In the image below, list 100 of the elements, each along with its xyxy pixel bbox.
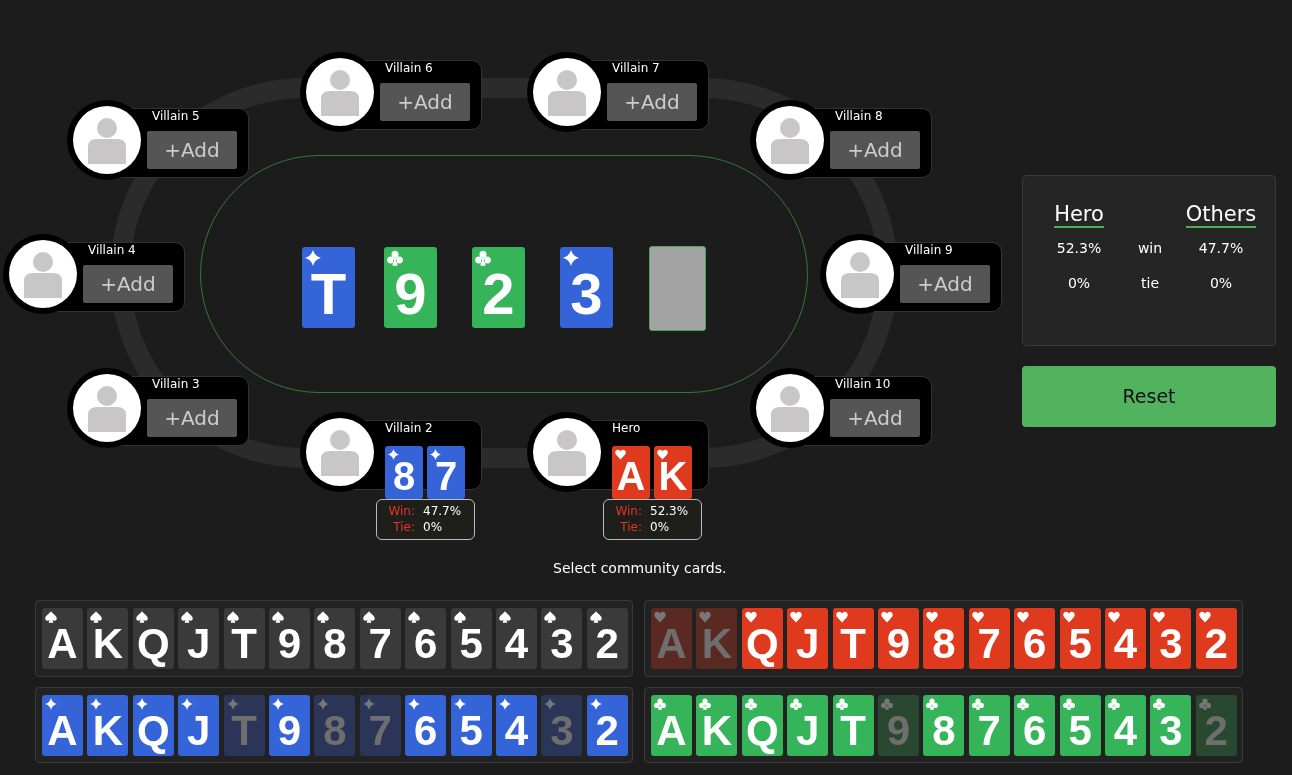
card-row-panel bbox=[644, 687, 1243, 763]
player-name: Villain 4 bbox=[88, 243, 136, 257]
player-seat bbox=[67, 100, 247, 180]
playing-card bbox=[178, 695, 220, 756]
card-rank: 9 bbox=[885, 710, 912, 752]
card-rank: 3 bbox=[1158, 623, 1184, 665]
player-seat bbox=[300, 52, 480, 132]
card-rank: 6 bbox=[413, 623, 439, 665]
playing-card bbox=[1014, 608, 1056, 669]
player-seat bbox=[750, 100, 930, 180]
playing-card bbox=[612, 446, 650, 499]
equity-value: 0% bbox=[423, 520, 443, 534]
add-button: +Add bbox=[830, 131, 920, 169]
playing-card bbox=[223, 608, 265, 669]
stat-value: 0% bbox=[1209, 275, 1233, 291]
card-rank: 5 bbox=[1067, 623, 1093, 665]
equity-value: 0% bbox=[650, 520, 670, 534]
column-heading: Hero bbox=[1054, 202, 1104, 228]
playing-card bbox=[384, 247, 437, 328]
card-rank: 6 bbox=[413, 710, 439, 752]
card-rank: 5 bbox=[1067, 710, 1093, 752]
card-rank: 5 bbox=[458, 623, 484, 665]
player-name: Villain 10 bbox=[835, 377, 891, 391]
card-rank: J bbox=[795, 710, 821, 752]
equity-box bbox=[376, 499, 475, 540]
card-rank: K bbox=[700, 623, 734, 665]
card-rank: Q bbox=[744, 710, 780, 752]
card-rank: A bbox=[46, 623, 79, 665]
playing-card bbox=[269, 695, 310, 756]
playing-card bbox=[787, 695, 829, 756]
playing-card bbox=[269, 608, 310, 669]
playing-card bbox=[132, 608, 174, 669]
playing-card bbox=[651, 608, 692, 669]
playing-card bbox=[696, 695, 738, 756]
card-rank: J bbox=[795, 623, 821, 665]
playing-card bbox=[968, 695, 1010, 756]
playing-card bbox=[1150, 695, 1192, 756]
card-rank: A bbox=[46, 710, 79, 752]
card-rank: 6 bbox=[1022, 710, 1048, 752]
add-button: +Add bbox=[380, 83, 470, 121]
card-rank: 4 bbox=[503, 710, 530, 752]
playing-card bbox=[654, 446, 692, 499]
card-rank: K bbox=[700, 710, 734, 752]
card-rank: 2 bbox=[1203, 710, 1229, 752]
card-row-panel bbox=[35, 687, 633, 763]
equity-value: 47.7% bbox=[423, 504, 462, 518]
card-rank: 6 bbox=[1022, 623, 1048, 665]
stat-value: 52.3% bbox=[1056, 240, 1102, 256]
playing-card bbox=[1105, 608, 1146, 669]
player-name: Hero bbox=[612, 421, 641, 435]
card-rank: Q bbox=[744, 623, 780, 665]
playing-card bbox=[968, 608, 1010, 669]
card-rank: K bbox=[657, 456, 689, 496]
playing-card bbox=[405, 608, 447, 669]
add-button: +Add bbox=[830, 399, 920, 437]
player-name: Villain 5 bbox=[152, 109, 200, 123]
card-rank: 8 bbox=[931, 623, 957, 665]
playing-card bbox=[696, 608, 738, 669]
card-rank: J bbox=[186, 623, 212, 665]
playing-card bbox=[832, 608, 874, 669]
playing-card bbox=[385, 446, 423, 499]
equity-summary-panel bbox=[1022, 175, 1276, 346]
playing-card bbox=[87, 695, 129, 756]
playing-card bbox=[314, 695, 356, 756]
playing-card bbox=[1014, 695, 1056, 756]
playing-card bbox=[1105, 695, 1146, 756]
card-rank: T bbox=[839, 623, 867, 665]
player-name: Villain 8 bbox=[835, 109, 883, 123]
add-button: +Add bbox=[607, 83, 697, 121]
playing-card bbox=[178, 608, 220, 669]
playing-card bbox=[878, 608, 919, 669]
playing-card bbox=[741, 695, 783, 756]
card-rank: 9 bbox=[885, 623, 912, 665]
player-name: Villain 7 bbox=[612, 61, 660, 75]
equity-label: Win: bbox=[615, 504, 642, 518]
playing-card bbox=[223, 695, 265, 756]
playing-card bbox=[923, 608, 965, 669]
playing-card bbox=[450, 695, 492, 756]
card-rank: 3 bbox=[549, 710, 575, 752]
stat-value: 0% bbox=[1067, 275, 1091, 291]
row-label: tie bbox=[1141, 275, 1159, 291]
equity-label: Tie: bbox=[620, 520, 642, 534]
card-rank: 8 bbox=[322, 623, 348, 665]
player-seat bbox=[820, 234, 1000, 314]
playing-card bbox=[923, 695, 965, 756]
card-back bbox=[649, 246, 706, 331]
card-rank: T bbox=[230, 710, 258, 752]
reset-button: Reset bbox=[1022, 366, 1276, 427]
card-rank: T bbox=[309, 265, 348, 323]
card-rank: 3 bbox=[549, 623, 575, 665]
card-rank: 2 bbox=[594, 623, 620, 665]
card-rank: 4 bbox=[503, 623, 530, 665]
card-rank: 9 bbox=[393, 265, 428, 323]
playing-card bbox=[302, 247, 355, 328]
equity-label: Tie: bbox=[393, 520, 415, 534]
playing-card bbox=[651, 695, 692, 756]
row-label: win bbox=[1137, 240, 1163, 256]
card-rank: 3 bbox=[1158, 710, 1184, 752]
card-rank: 7 bbox=[367, 623, 393, 665]
add-button: +Add bbox=[83, 265, 173, 303]
